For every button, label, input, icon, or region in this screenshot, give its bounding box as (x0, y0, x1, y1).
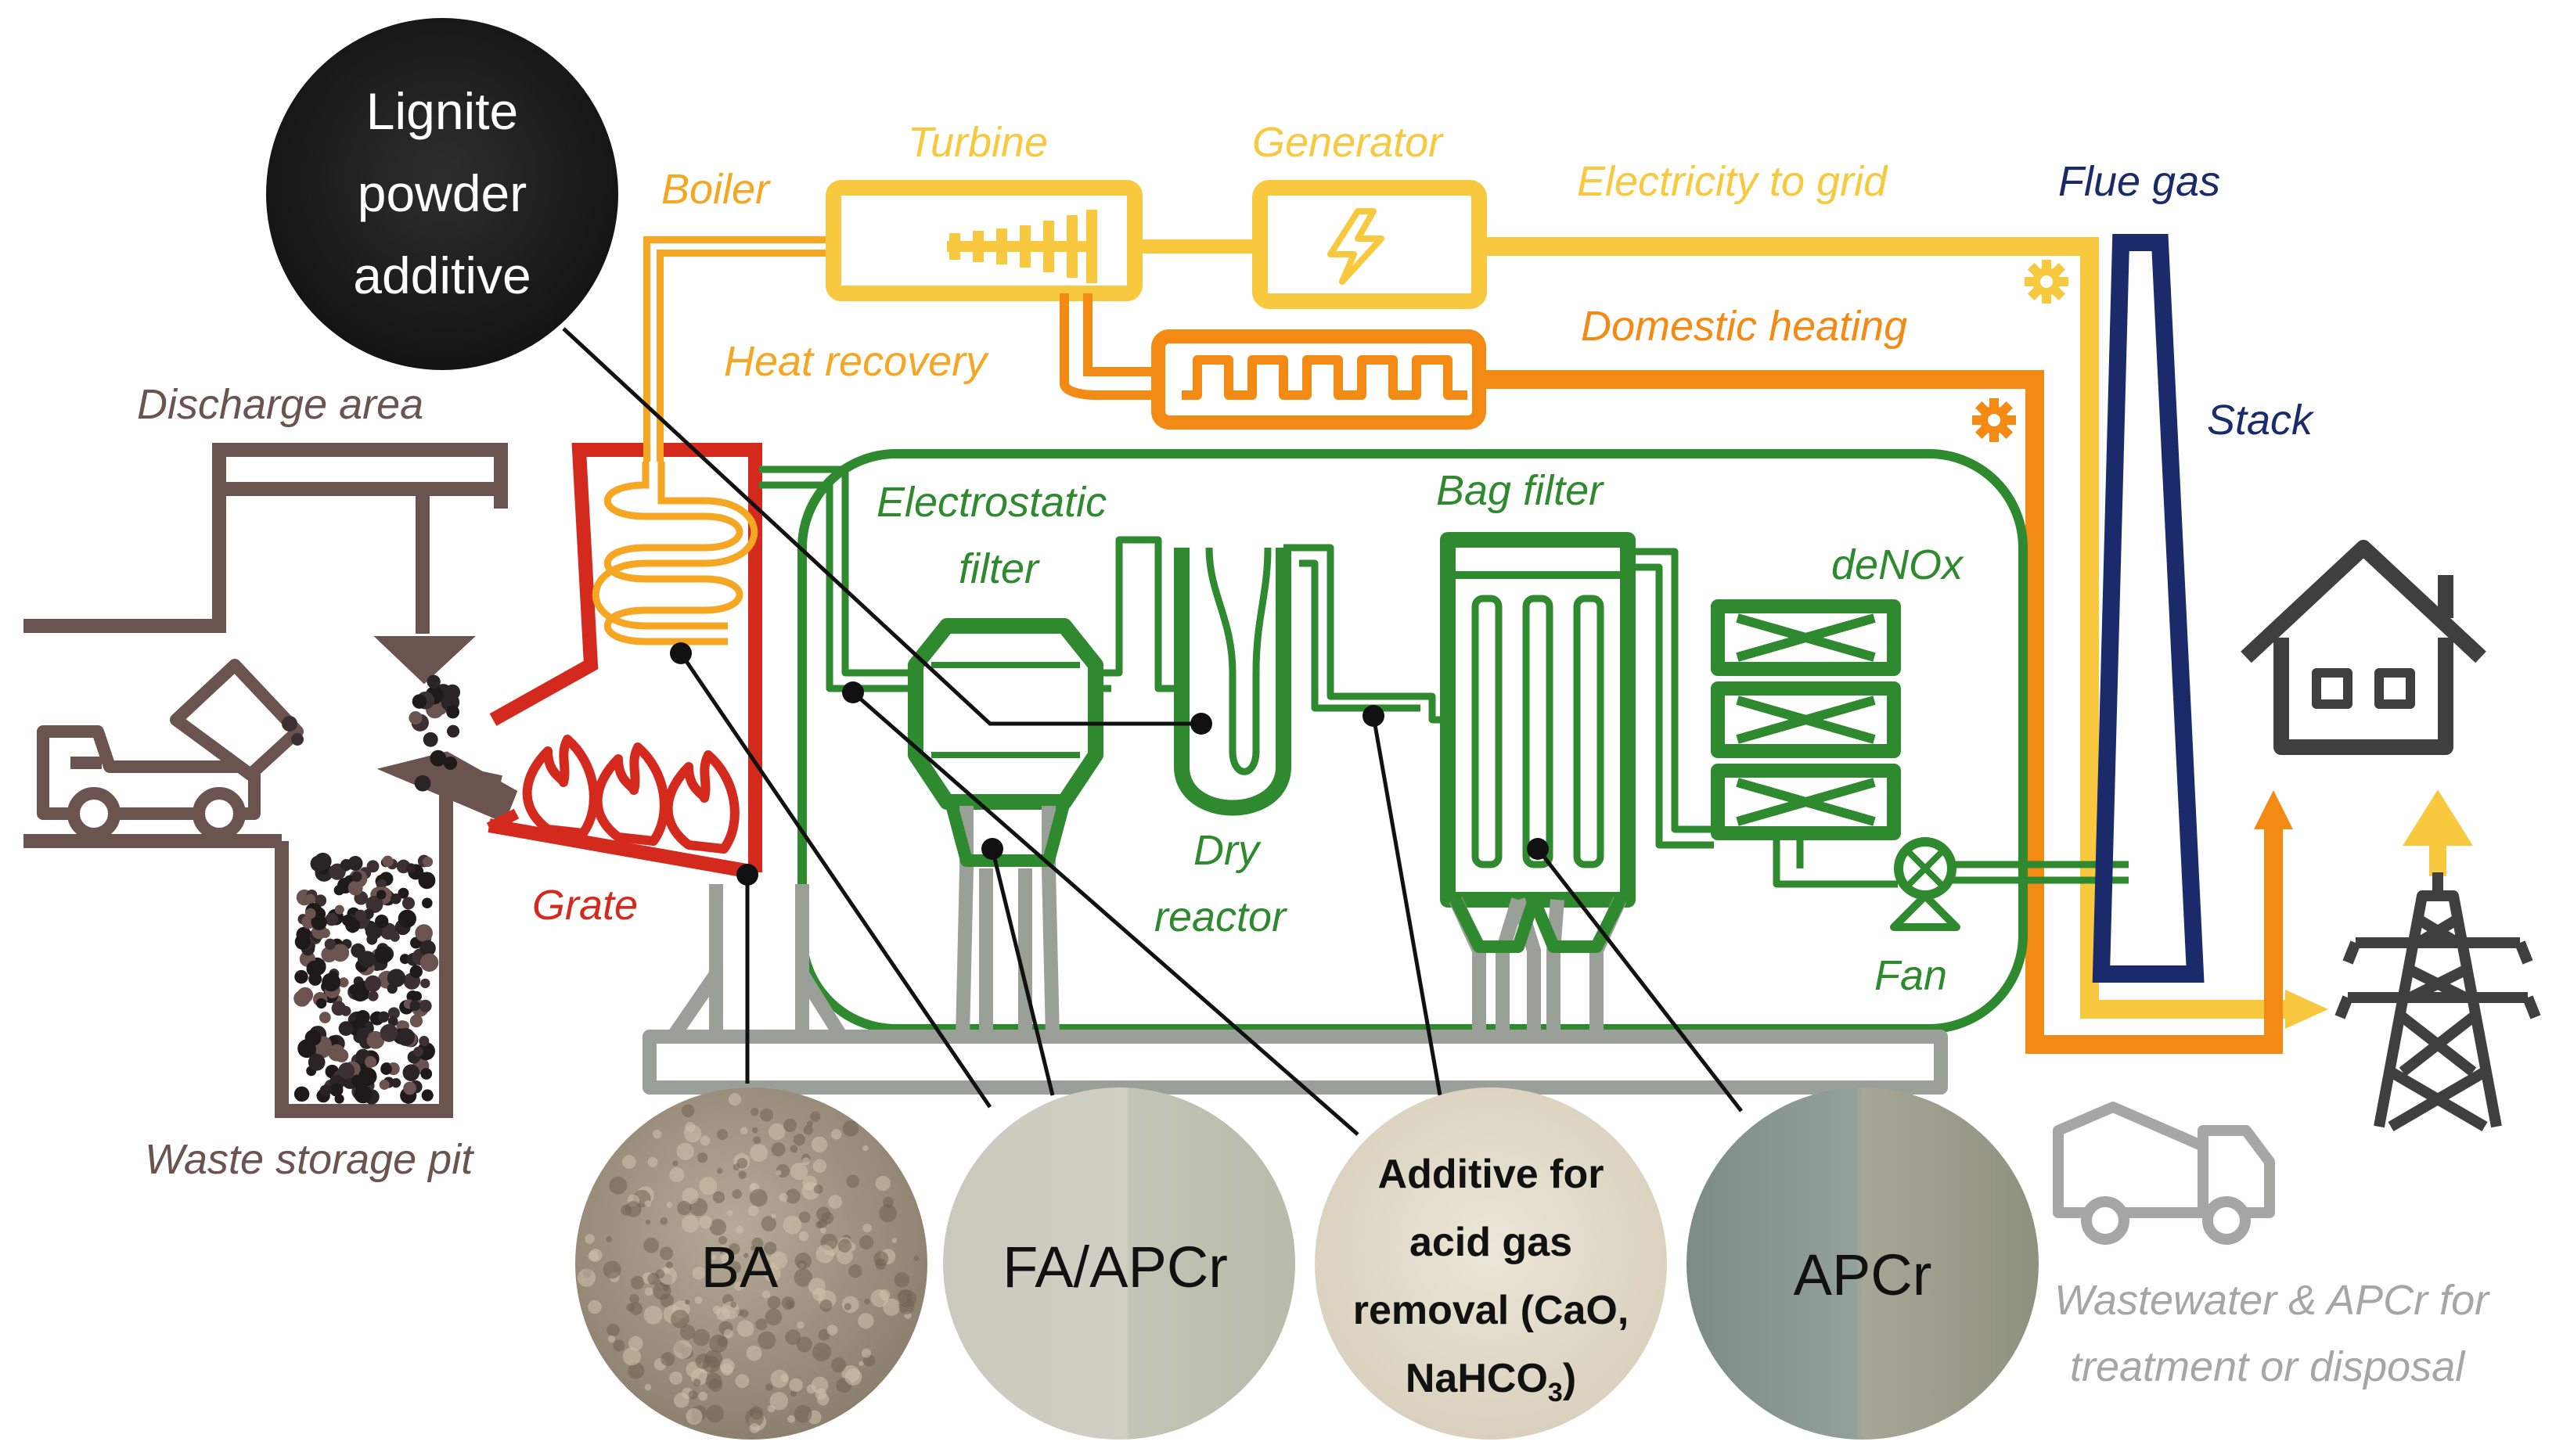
label-grate: Grate (532, 882, 638, 929)
turbine-blades (947, 210, 1097, 283)
fa-apcr-sample: FA/APCr (943, 1088, 1295, 1440)
connector-additive-esp (851, 691, 1359, 1136)
flame-icon (522, 735, 740, 854)
additive-label-2: acid gas (1409, 1220, 1572, 1265)
label-dry-reactor-2: reactor (1154, 893, 1287, 940)
power-pylon-icon (2334, 872, 2541, 1132)
connector-esp-fa (990, 848, 1055, 1096)
lignite-label-3: additive (353, 246, 531, 304)
electricity-line (1479, 237, 2285, 1019)
label-dry-reactor-1: Dry (1193, 827, 1262, 874)
label-electricity-to-grid: Electricity to grid (1577, 158, 1888, 205)
domestic-heating-line (1479, 370, 2283, 1054)
waste-receiving-section (23, 443, 518, 1118)
lightning-icon (1327, 208, 1384, 285)
flue-gas-cleaning-system (759, 449, 2028, 1034)
duct-bag-to-denox (1628, 548, 1714, 849)
dump-truck-icon (37, 659, 304, 840)
duct-denox-to-fan (1773, 833, 1898, 888)
label-wastewater-1: Wastewater & APCr for (2054, 1277, 2490, 1324)
additive-label-3: removal (CaO, (1353, 1288, 1629, 1333)
crane-grab (373, 636, 476, 685)
gear-icon (2025, 260, 2068, 304)
fa-apcr-label: FA/APCr (1003, 1235, 1228, 1300)
furnace-wall (489, 443, 762, 872)
foundation-slab (643, 1030, 1948, 1095)
duct-reactor-to-bag (1283, 544, 1448, 724)
connector-additive-reactor (1371, 715, 1442, 1096)
lignite-label-2: powder (358, 164, 527, 222)
additive-label-4: NaHCO3) (1406, 1356, 1576, 1407)
additive-label-1: Additive for (1378, 1152, 1604, 1197)
heat-recovery-pipe (1060, 293, 1158, 400)
label-heat-recovery: Heat recovery (724, 338, 989, 385)
connector-lignite (562, 327, 1201, 726)
sample-connectors (562, 327, 1743, 1136)
disposal-truck-icon (2053, 1102, 2275, 1245)
cleaning-enclosure (797, 449, 2028, 1034)
label-stack: Stack (2207, 397, 2315, 444)
ba-label: BA (701, 1235, 779, 1300)
label-denox: deNOx (1831, 541, 1964, 588)
support-structure (643, 806, 1948, 1095)
denox-catalyst-3 (1711, 764, 1901, 840)
additive-sample: Additive for acid gas removal (CaO, NaHC… (1315, 1088, 1667, 1440)
denox-catalyst-1 (1711, 599, 1901, 676)
label-wastewater-2: treatment or disposal (2070, 1343, 2466, 1390)
house-arrow (2403, 789, 2473, 876)
boiler-coil (592, 462, 758, 645)
duct-esp-to-reactor (1096, 536, 1174, 692)
electricity-arrow (2285, 990, 2328, 1029)
duct-boiler-to-esp (759, 466, 916, 692)
domestic-heating-arrow (2254, 790, 2293, 829)
label-generator: Generator (1252, 119, 1444, 166)
connector-apcr (1536, 847, 1743, 1113)
gear-icon (1972, 398, 2016, 442)
apcr-label: APCr (1794, 1242, 1932, 1307)
label-discharge-area: Discharge area (137, 381, 423, 428)
heat-exchanger (1151, 329, 1486, 430)
apcr-sample: APCr (1686, 1088, 2039, 1440)
lignite-sample: Lignite powder additive (266, 18, 618, 370)
waste-pile (293, 674, 461, 1105)
ba-sample: BA (575, 1088, 927, 1440)
house-icon (2241, 540, 2486, 755)
grate-floor (488, 818, 757, 879)
lignite-label-1: Lignite (366, 82, 519, 140)
dry-reactor-body (1174, 548, 1291, 816)
generator-casing (1252, 180, 1487, 309)
label-boiler: Boiler (661, 166, 771, 213)
discharge-hall-outline (23, 443, 508, 633)
connector-boiler-fa (679, 652, 992, 1109)
stack (2092, 234, 2205, 983)
label-flue-gas: Flue gas (2058, 158, 2220, 205)
electrostatic-filter-body (908, 618, 1103, 810)
label-turbine: Turbine (908, 119, 1048, 166)
furnace (486, 443, 762, 879)
label-domestic-heating: Domestic heating (1581, 303, 1907, 350)
label-fan: Fan (1874, 952, 1947, 999)
label-electrostatic-1: Electrostatic (877, 479, 1107, 526)
denox-catalyst-2 (1711, 681, 1901, 758)
label-waste-storage-pit: Waste storage pit (145, 1136, 474, 1183)
grate-ramp (486, 808, 520, 833)
label-bag-filter: Bag filter (1436, 467, 1604, 514)
label-electrostatic-2: filter (959, 545, 1040, 592)
